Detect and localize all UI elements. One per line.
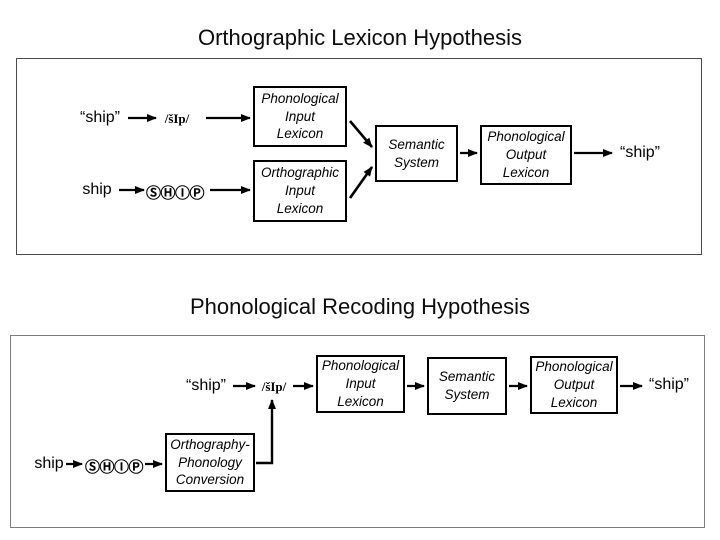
bottom-auditory-input-label: “ship” [185,377,226,394]
bottom-spoken-output-label: “ship” [648,376,689,393]
bottom-visual-input-label: ship [34,455,64,472]
top-title: Orthographic Lexicon Hypothesis [197,25,523,50]
top-phonological-output-lexicon-box: Phonological Output Lexicon [480,125,572,185]
top-phonetic-code-label: /šIp/ [164,111,190,126]
orthographic-lexicon-panel [16,58,702,255]
bottom-letter-units-label: ⓈⒽⒾⓅ [84,458,144,476]
bottom-semantic-system-box: Semantic System [427,357,507,415]
top-auditory-input-label: “ship” [79,109,120,126]
bottom-phonetic-code-label: /šIp/ [261,379,287,394]
top-semantic-system-box: Semantic System [375,125,458,182]
bottom-title: Phonological Recoding Hypothesis [190,294,530,319]
top-phonological-input-lexicon-box: Phonological Input Lexicon [253,86,347,147]
top-letter-units-label: ⓈⒽⒾⓅ [145,184,205,202]
top-orthographic-input-lexicon-box: Orthographic Input Lexicon [253,160,347,222]
top-visual-input-label: ship [82,181,112,198]
top-spoken-output-label: “ship” [619,144,660,161]
bottom-phonological-input-lexicon-box: Phonological Input Lexicon [316,355,405,413]
bottom-orthography-phonology-conversion-box: Orthography- Phonology Conversion [165,433,255,492]
bottom-phonological-output-lexicon-box: Phonological Output Lexicon [530,356,618,414]
